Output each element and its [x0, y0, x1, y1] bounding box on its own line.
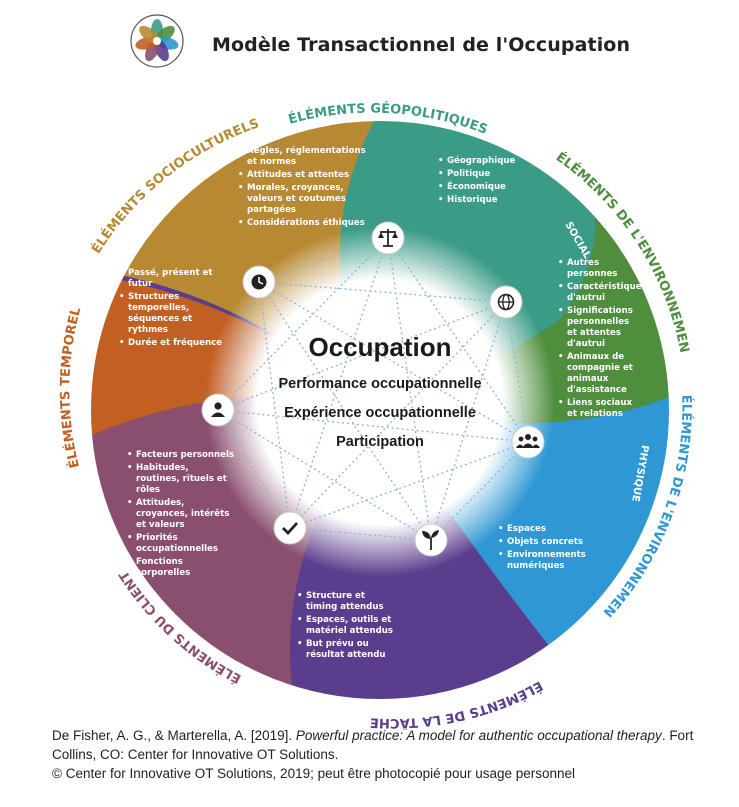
list-item: Espaces, outils et matériel attendus: [297, 615, 395, 637]
connection-network: [217, 237, 529, 541]
list-item: Espaces: [498, 524, 598, 535]
list-item: Autres personnes: [558, 258, 642, 280]
center-line-experience: Expérience occupationnelle: [284, 405, 476, 421]
page-title: Modèle Transactionnel de l'Occupation: [212, 34, 631, 56]
list-item: Historique: [438, 195, 538, 206]
scale-icon: [371, 221, 405, 255]
citation-authors: De Fisher, A. G., & Marterella, A. [2019…: [52, 728, 296, 743]
clock-icon: [242, 265, 276, 299]
list-item: Politique: [438, 169, 538, 180]
list-item: Habitudes, routines, rituels et rôles: [127, 463, 235, 496]
sociocultural-list: Règles, réglementations et normesAttitud…: [238, 146, 368, 231]
people-icon: [511, 425, 545, 459]
center-heading: Occupation: [308, 332, 452, 362]
list-item: Structures temporelles, séquences et ryt…: [119, 292, 234, 336]
center-line-participation: Participation: [336, 434, 424, 450]
flower-logo-icon: [130, 14, 184, 68]
task-list: Structure et timing attendusEspaces, out…: [297, 591, 395, 663]
list-item: Priorités occupationnelles: [127, 533, 235, 555]
list-item: Liens sociaux et relations: [558, 398, 642, 420]
citation-copyright: © Center for Innovative OT Solutions, 20…: [52, 766, 576, 781]
list-item: Économique: [438, 182, 538, 193]
person-icon: [201, 393, 235, 427]
list-item: Objets concrets: [498, 537, 598, 548]
citation-book: Powerful practice: A model for authentic…: [295, 728, 662, 743]
list-item: Règles, réglementations et normes: [238, 146, 368, 168]
center-line-performance: Performance occupationnelle: [278, 376, 482, 392]
citation: De Fisher, A. G., & Marterella, A. [2019…: [52, 726, 712, 783]
social-list: Autres personnesCaractéristiques d'autru…: [558, 258, 647, 422]
occupation-diagram: ÉLÉMENTS GÉOPOLITIQUES ÉLÉMENTS SOCIOCUL…: [0, 70, 739, 730]
geopolitical-list: GéographiquePolitiqueÉconomiqueHistoriqu…: [438, 156, 538, 208]
list-item: Facteurs personnels: [127, 450, 235, 461]
list-item: Morales, croyances, valeurs et coutumes …: [238, 183, 368, 216]
physical-list: EspacesObjets concretsEnvironnements num…: [498, 524, 598, 574]
list-item: Durée et fréquence: [119, 338, 234, 349]
list-item: But prévu ou résultat attendu: [297, 639, 395, 661]
temporal-list: Passé, présent et futurStructures tempor…: [119, 268, 234, 351]
header: Modèle Transactionnel de l'Occupation: [0, 0, 739, 80]
list-item: Significations personnelles et attentes …: [558, 306, 642, 350]
citation-publisher: . Fort Collins, CO: Center for Innovativ…: [52, 728, 694, 762]
list-item: Considérations éthiques: [238, 218, 368, 229]
globe-icon: [489, 285, 523, 319]
list-item: Caractéristiques d'autrui: [558, 282, 647, 304]
list-item: Animaux de compagnie et animaux d'assist…: [558, 352, 642, 396]
client-list: Facteurs personnelsHabitudes, routines, …: [127, 450, 235, 581]
list-item: Attitudes, croyances, intérêts et valeur…: [127, 498, 235, 531]
plant-icon: [414, 523, 448, 557]
list-item: Attitudes et attentes: [238, 170, 368, 181]
list-item: Géographique: [438, 156, 538, 167]
check-icon: [273, 511, 307, 545]
list-item: Fonctions corporelles: [127, 557, 235, 579]
list-item: Passé, présent et futur: [119, 268, 234, 290]
list-item: Environnements numériques: [498, 550, 598, 572]
list-item: Structure et timing attendus: [297, 591, 395, 613]
